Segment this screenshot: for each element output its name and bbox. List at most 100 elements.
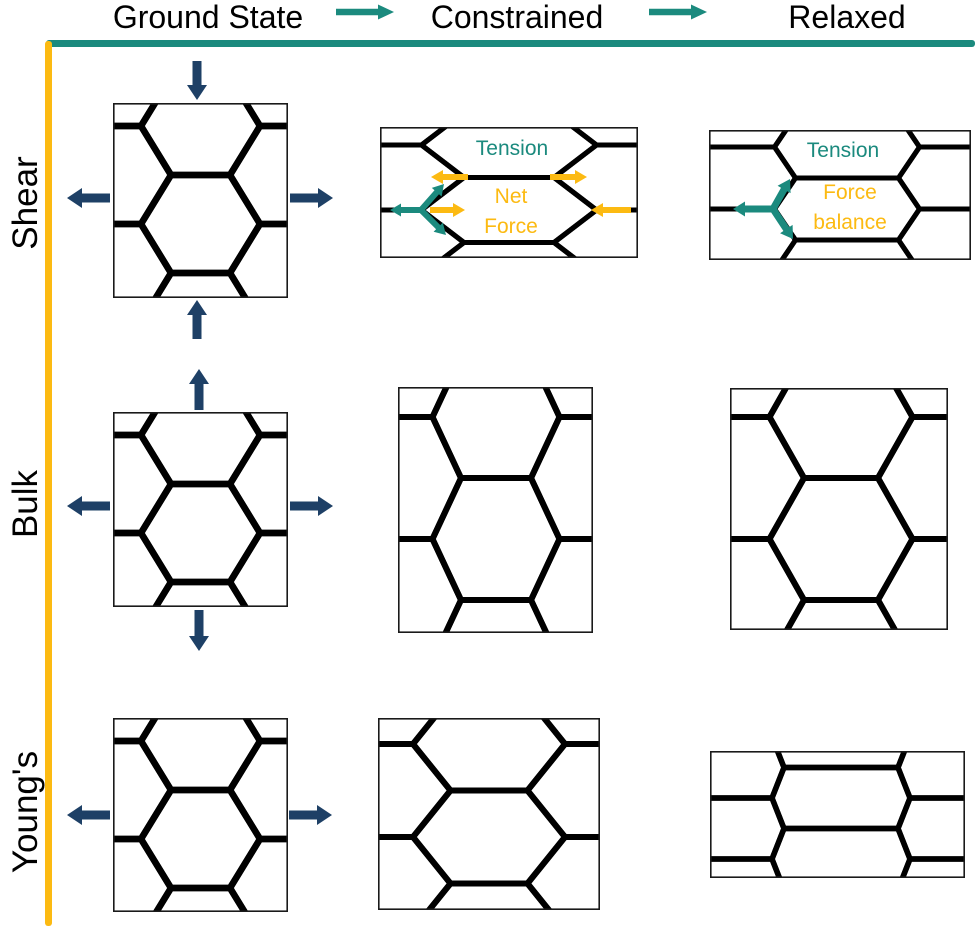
tension-label-constrained: Tension: [475, 137, 549, 160]
hexagon-cell: [442, 597, 550, 633]
hexagon-cell: [783, 597, 899, 630]
youngs-extend-right-arrow: [289, 805, 332, 825]
hexagon-cell: [226, 431, 288, 537]
yellow-row-axis-line: [45, 41, 52, 926]
box-border: [398, 387, 593, 633]
hexagon-cell: [730, 414, 808, 542]
net-force-line-1: Net: [494, 185, 528, 208]
hexagon-cell: [769, 825, 913, 878]
hexagon-cell: [527, 414, 593, 542]
hexagon-cell: [242, 412, 288, 439]
yellow-arrow: [431, 170, 468, 184]
hexagon-cell: [226, 835, 288, 912]
hexagon-cell: [398, 387, 450, 420]
lattice-youngs-relaxed: [710, 751, 965, 878]
hexagon-cell: [904, 130, 971, 150]
lattice-shear-constrained: [380, 127, 638, 258]
lattice-youngs-ground: [113, 718, 288, 912]
header-constrained: Constrained: [430, 0, 604, 35]
hexagon-cell: [242, 103, 288, 130]
row-label-shear: Shear: [6, 156, 45, 250]
hex-lattice: [378, 718, 600, 910]
header-relaxed: Relaxed: [788, 0, 906, 35]
lattice-youngs-constrained: [378, 718, 600, 910]
net-force-line-2: Force: [484, 215, 538, 238]
hex-lattice: [398, 387, 593, 633]
force-balance-line-2: balance: [813, 211, 887, 234]
box-border: [710, 751, 965, 878]
yellow-arrow: [430, 203, 465, 217]
hex-lattice: [710, 751, 965, 878]
bulk-expand-left-arrow: [67, 496, 110, 516]
bulk-expand-top-arrow: [189, 369, 209, 410]
yellow-arrow: [591, 203, 631, 217]
shear-extend-right-arrow: [290, 188, 333, 208]
hexagon-cell: [137, 412, 264, 488]
teal-arrow: [418, 207, 446, 235]
teal-arrow: [418, 184, 444, 212]
header-arrow-1: [336, 4, 394, 20]
hexagon-cell: [778, 237, 916, 260]
teal-arrow: [770, 179, 791, 211]
lattice-bulk-constrained: [398, 387, 593, 633]
hexagon-cell: [568, 127, 638, 148]
hexagon-cell: [766, 388, 916, 481]
hexagon-cell: [874, 414, 948, 542]
bulk-expand-bottom-arrow: [189, 610, 209, 651]
box-border: [380, 127, 638, 258]
hexagon-cell: [527, 536, 593, 633]
hexagon-cell: [151, 578, 250, 607]
hexagon-cell: [113, 737, 175, 843]
box-border: [730, 388, 948, 630]
hex-lattice: [113, 718, 288, 912]
hex-lattice: [709, 130, 971, 260]
net-force-label: Net Force: [484, 182, 538, 242]
box-border: [378, 718, 600, 910]
hexagon-cell: [523, 741, 600, 840]
header-ground-state: Ground State: [112, 0, 304, 35]
shear-compress-top-arrow: [187, 61, 207, 100]
lattice-bulk-relaxed: [730, 388, 948, 630]
hexagon-cell: [226, 122, 288, 228]
teal-arrow: [733, 201, 773, 217]
hexagon-cell: [895, 751, 965, 801]
hex-lattice: [113, 412, 288, 607]
hexagon-cell: [523, 834, 600, 910]
box-border: [113, 718, 288, 912]
hexagon-cell: [151, 269, 250, 298]
hexagon-cell: [540, 718, 600, 747]
box-border: [709, 130, 971, 260]
hexagon-cell: [113, 122, 175, 228]
row-label-bulk: Bulk: [6, 469, 45, 539]
hexagon-cell: [895, 206, 971, 260]
hexagon-cell: [895, 795, 965, 862]
hexagon-cell: [226, 220, 288, 298]
teal-header-divider-line: [46, 40, 975, 47]
header-arrow-2: [649, 4, 707, 20]
shear-extend-left-arrow: [67, 188, 110, 208]
row-label-youngs: Young's: [6, 750, 45, 874]
box-border: [113, 412, 288, 607]
hexagon-cell: [398, 414, 465, 542]
hexagon-cell: [425, 880, 553, 910]
hexagon-cell: [895, 144, 971, 212]
bulk-expand-right-arrow: [290, 496, 333, 516]
hexagon-cell: [226, 737, 288, 843]
hexagon-cell: [899, 856, 965, 878]
hexagon-cell: [439, 240, 579, 258]
hexagon-cell: [730, 388, 790, 420]
hex-lattice: [113, 103, 288, 298]
hexagon-cell: [152, 884, 249, 912]
lattice-bulk-ground: [113, 412, 288, 607]
teal-arrow: [390, 203, 421, 217]
force-balance-label: Force balance: [813, 178, 887, 238]
lattice-shear-relaxed: [709, 130, 971, 260]
hexagon-cell: [542, 387, 593, 420]
hexagon-cell: [137, 103, 264, 179]
hexagon-cell: [113, 431, 175, 537]
force-balance-line-1: Force: [823, 181, 877, 204]
teal-arrow: [770, 207, 793, 239]
shear-compress-bottom-arrow: [187, 300, 207, 339]
